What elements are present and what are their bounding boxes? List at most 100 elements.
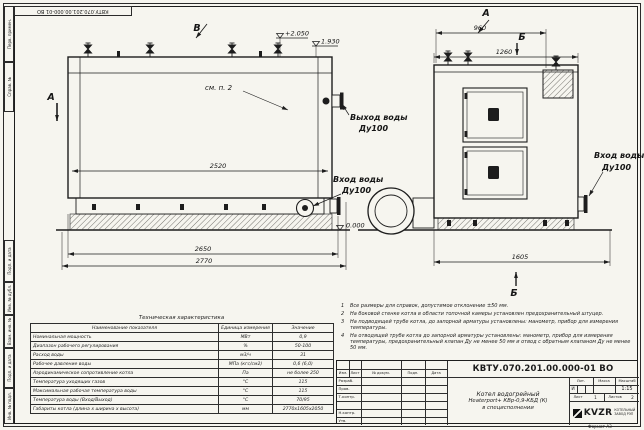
margin-box-vzam-inv: Взам. инв. № — [4, 315, 14, 348]
spec-header-row: Наименование показателя Единица измерени… — [30, 323, 334, 333]
note-text: На отводящей трубе котла до запорной арм… — [350, 332, 631, 352]
product-line1: Котел водогрейный — [476, 391, 540, 399]
spec-cell: МВт — [218, 332, 273, 342]
list-value: 1 — [594, 394, 597, 400]
spec-cell: 31 — [272, 350, 334, 360]
margin-box-sprav: Справ. № — [4, 62, 14, 112]
lit-value: И — [571, 386, 575, 392]
spec-row: Габариты котла (длина х ширина х высота)… — [30, 404, 334, 414]
scale-value: 1:15 — [621, 386, 633, 392]
margin-label: Справ. № — [7, 77, 12, 97]
product-line2: Heaterport+ КВр-0,9-КБД (К) — [468, 398, 548, 405]
row-prov: Пров. — [338, 386, 350, 391]
note-number: 4 — [341, 332, 345, 339]
row-tkontr: Т.контр. — [338, 394, 355, 399]
margin-label: Подп. и дата — [7, 354, 12, 382]
spec-cell: мм — [218, 404, 273, 414]
listov-value: 2 — [631, 394, 634, 400]
spec-cell: МПа (кгс/см2) — [218, 359, 273, 369]
margin-label: Взам. инв. № — [7, 317, 12, 346]
spec-cell: Температура уходящих газов — [30, 377, 219, 387]
spec-cell: Диапазон рабочего регулирования — [30, 341, 219, 351]
spec-cell: 2770х1605х2050 — [272, 404, 334, 414]
format-label: Формат А3 — [588, 424, 612, 429]
spec-cell: не более 250 — [272, 368, 334, 378]
masshtab-label: Масштаб — [618, 379, 636, 383]
spec-cell: Аэродинамическое сопротивление котла — [30, 368, 219, 378]
col-izm: Изм. — [338, 371, 348, 375]
spec-cell: Рабочее давление воды — [30, 359, 219, 369]
spec-cell: Расход воды — [30, 350, 219, 360]
sheet-outer-border — [3, 3, 641, 427]
spec-cell: 0,6 (6,0) — [272, 359, 334, 369]
notes-block: 1 Все размеры для справок, допустимое отк… — [341, 303, 634, 353]
margin-box-podp-data-1: Подп. и дата — [4, 240, 14, 282]
note-item: 4 На отводящей трубе котла до запорной ар… — [341, 333, 634, 352]
note-item: 2 На боковой стенке котла в области топоч… — [341, 311, 634, 317]
note-number: 2 — [341, 310, 345, 317]
spec-cell: °С — [218, 395, 273, 405]
note-item: 3 На подводящей трубе котла, до запорной … — [341, 319, 634, 332]
spec-row: Диапазон рабочего регулирования%50-100 — [30, 341, 334, 351]
spec-cell: °С — [218, 377, 273, 387]
row-utv: Утв. — [338, 418, 347, 423]
lit-label: Лит. — [576, 379, 586, 383]
spec-cell: 0,9 — [272, 332, 334, 342]
stamp-doc-number: КВТУ.070.201.00.000-01 ВО — [472, 364, 614, 374]
spec-cell: Габариты котла (длина х ширина х высота) — [30, 404, 219, 414]
spec-header: Значение — [272, 323, 334, 333]
col-list: Лист — [350, 371, 360, 375]
stamp-product-name: Котел водогрейный Heaterport+ КВр-0,9-КБ… — [447, 377, 569, 425]
listov-label: Листов — [608, 395, 622, 399]
massa-label: Масса — [598, 379, 610, 383]
note-text: Все размеры для справок, допустимое откл… — [350, 303, 509, 309]
corner-doc-code: КВТУ.070.201.00.000-01 ВО — [37, 8, 109, 14]
margin-box-perv-primen: Перв. примен. — [4, 6, 14, 62]
spec-cell: Номинальная мощность — [30, 332, 219, 342]
spec-table-block: Техническая характеристика Наименование … — [30, 315, 334, 414]
title-block: Изм. Лист № докум. Подп. Дата Разраб. Пр… — [336, 360, 639, 425]
spec-cell: °С — [218, 386, 273, 396]
company-cell: KVZR КОТЕЛЬНЫЙ ЗАВОД РЭП — [569, 401, 639, 425]
spec-table-title: Техническая характеристика — [138, 315, 225, 321]
spec-cell: 50-100 — [272, 341, 334, 351]
kvzr-logo-icon — [572, 408, 582, 418]
spec-cell: м3/ч — [218, 350, 273, 360]
brand-subtitle: КОТЕЛЬНЫЙ ЗАВОД РЭП — [614, 408, 636, 416]
spec-cell: 115 — [272, 386, 334, 396]
col-ndoc: № докум. — [372, 371, 390, 375]
corner-doc-code-box: КВТУ.070.201.00.000-01 ВО — [14, 6, 132, 16]
spec-cell: Па — [218, 368, 273, 378]
spec-table: Наименование показателя Единица измерени… — [30, 323, 334, 414]
spec-cell: 70/95 — [272, 395, 334, 405]
col-data: Дата — [431, 371, 441, 375]
note-text: На подводящей трубе котла, до запорной а… — [350, 318, 619, 331]
margin-box-inv-dubl: Инв. № дубл. — [4, 282, 14, 315]
spec-cell: Максимальная рабочая температура воды — [30, 386, 219, 396]
brand-name: KVZR — [583, 408, 613, 418]
list-label: Лист — [573, 395, 583, 399]
margin-box-inv-podl: Инв. № подл. — [4, 388, 14, 424]
note-item: 1 Все размеры для справок, допустимое отк… — [341, 303, 634, 309]
note-text: На боковой стенке котла в области топочн… — [350, 310, 604, 317]
spec-cell: Температура воды (Вход/Выход) — [30, 395, 219, 405]
margin-label: Инв. № дубл. — [7, 284, 12, 313]
spec-cell: 115 — [272, 377, 334, 387]
margin-label: Инв. № подл. — [7, 392, 12, 420]
spec-cell: % — [218, 341, 273, 351]
product-line3: в специсполнении — [482, 404, 534, 411]
spec-header: Наименование показателя — [30, 323, 219, 333]
col-podp: Подп. — [407, 371, 419, 375]
note-number: 3 — [341, 318, 345, 325]
drawing-frame — [14, 6, 638, 424]
row-nkontr: Н.контр. — [338, 410, 356, 415]
margin-label: Подп. и дата — [7, 247, 12, 275]
note-number: 1 — [341, 303, 345, 309]
